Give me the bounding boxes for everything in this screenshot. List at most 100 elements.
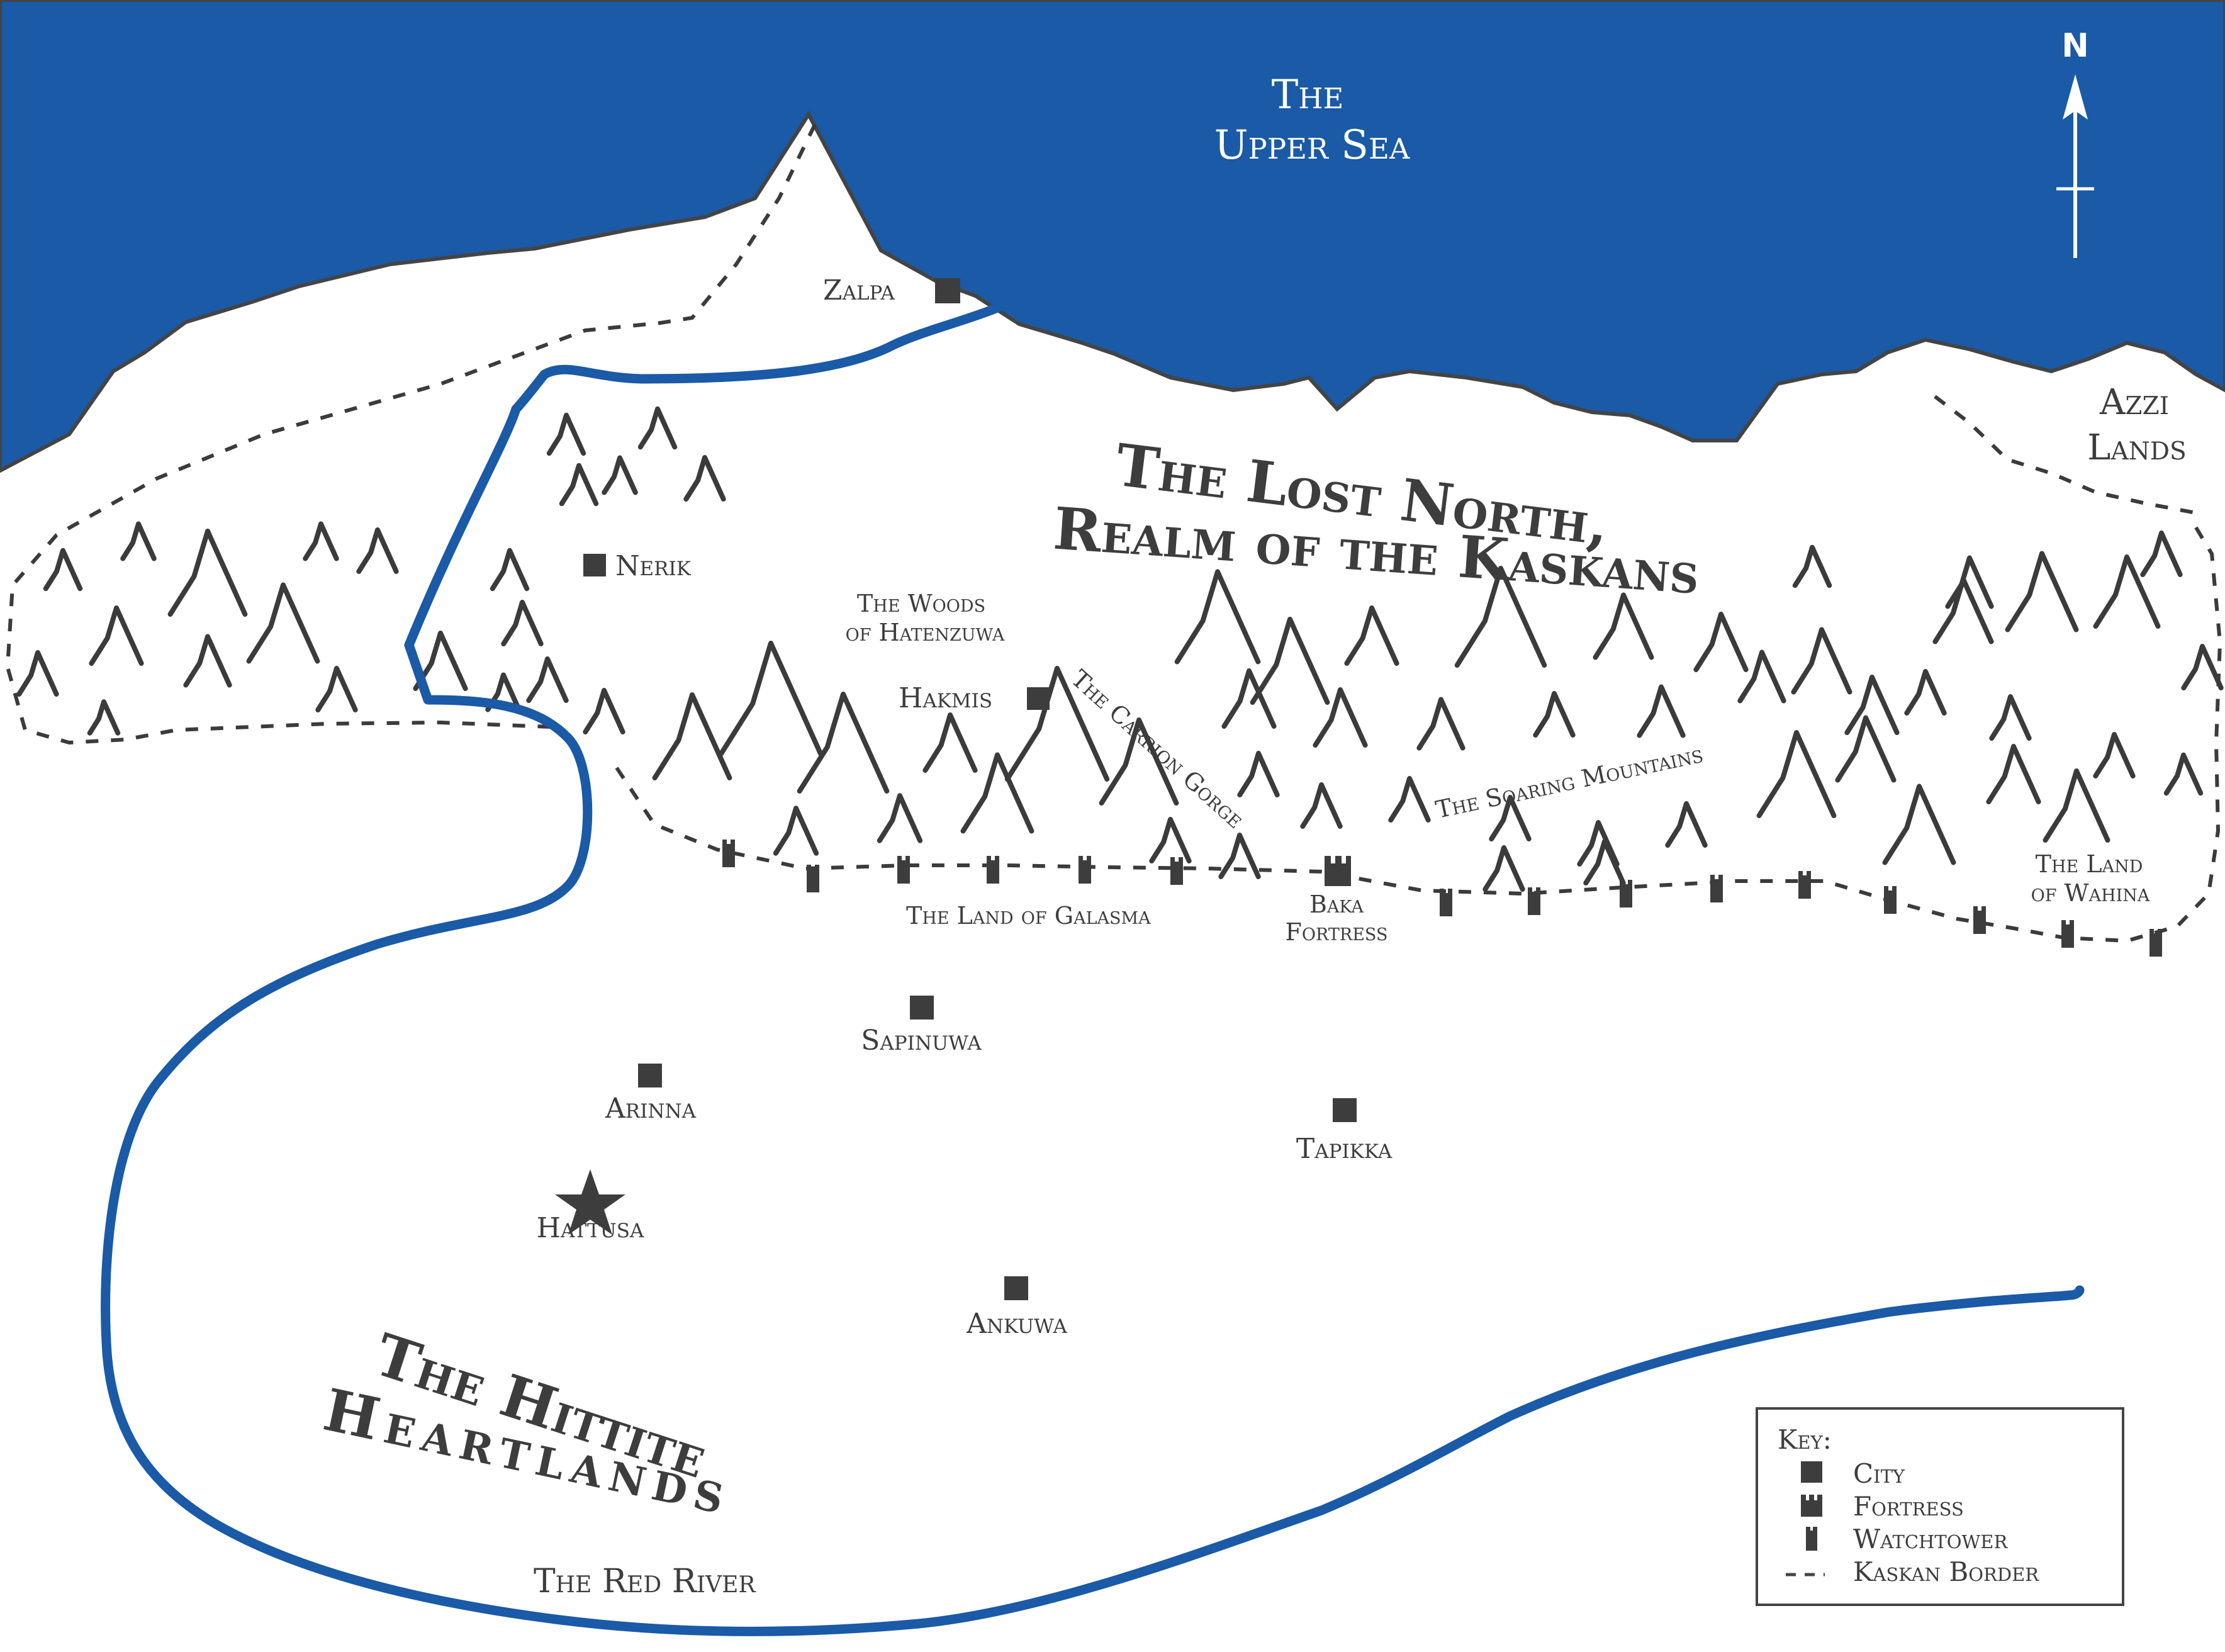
- mountain-glyph: [1791, 627, 1852, 695]
- kaskan-borders: [5, 123, 2222, 943]
- mountain-glyph: [1835, 715, 1897, 783]
- watchtower-marker: [1710, 875, 1723, 902]
- city-marker-arinna: [638, 1064, 662, 1087]
- mountain-glyph: [1099, 717, 1179, 806]
- mountain-glyph: [1989, 694, 2032, 741]
- mountain-glyph: [16, 650, 59, 697]
- watchtower-marker: [897, 856, 910, 884]
- woods-label-line2: of Hatenzuwa: [846, 619, 1005, 646]
- mountain-glyph: [2181, 644, 2224, 690]
- key-fortress-icon: [1801, 1495, 1822, 1517]
- mountain-glyph: [2005, 551, 2079, 632]
- azzi-label-line1: Azzi: [2099, 382, 2169, 423]
- city-markers: [555, 278, 1357, 1300]
- mountain-glyph: [1693, 612, 1749, 672]
- watchtower-marker: [1079, 856, 1091, 884]
- mountain-glyph: [120, 521, 157, 561]
- mountain-glyph: [167, 529, 248, 617]
- fortress-marker-baka: [1325, 856, 1351, 886]
- mountain-glyph: [877, 793, 923, 843]
- mountain-glyph: [683, 455, 726, 502]
- mountain-glyph: [1665, 801, 1708, 848]
- mountain-glyph: [1637, 684, 1686, 738]
- watchtower-marker: [1884, 886, 1897, 914]
- watchtower-marker: [2061, 920, 2074, 948]
- wahina-label-line1: The Land: [2036, 850, 2143, 878]
- watchtower-marker: [1620, 880, 1632, 907]
- mountain-glyph: [1250, 617, 1330, 705]
- mountain-glyph: [1904, 669, 1947, 716]
- mountain-glyph: [1482, 845, 1525, 892]
- wahina-label-line2: of Wahina: [2031, 879, 2150, 907]
- mountain-glyph: [1313, 687, 1368, 748]
- mountain-glyph: [490, 548, 530, 592]
- mountain-glyph: [1454, 566, 1547, 668]
- arinna-label: Arinna: [605, 1093, 697, 1125]
- red-river: [101, 291, 2085, 1636]
- tapikka-label: Tapikka: [1296, 1133, 1393, 1165]
- watchtower-marker: [987, 856, 999, 884]
- sapinuwa-label: Sapinuwa: [861, 1025, 982, 1057]
- mountain-glyph: [1300, 782, 1343, 829]
- mountain-glyph: [1416, 697, 1466, 751]
- mountain-glyph: [1489, 795, 1532, 841]
- mountain-glyph: [315, 666, 358, 712]
- mountain-glyph: [922, 712, 978, 773]
- soaring-mountains-label: The Soaring Mountains: [1433, 740, 1706, 824]
- mountain-glyph: [526, 656, 569, 703]
- mountain-glyph: [1756, 730, 1837, 818]
- mountain-glyph: [183, 634, 232, 688]
- mountain-glyph: [1004, 666, 1110, 782]
- baka-label-line1: Baka: [1309, 891, 1364, 918]
- mountain-glyph: [413, 631, 468, 691]
- mountain-glyph: [501, 600, 544, 646]
- watchtower-marker: [1798, 871, 1811, 899]
- watchtower-marker: [1528, 887, 1540, 915]
- city-marker-zalpa: [935, 278, 960, 303]
- mountain-glyph: [797, 692, 890, 794]
- mountain-glyph: [1583, 839, 1626, 885]
- key-title: Key:: [1778, 1424, 1832, 1455]
- mountain-glyph: [1174, 569, 1261, 665]
- mountain-glyph: [1221, 668, 1277, 729]
- watchtower-marker: [807, 865, 819, 892]
- baka-label-line2: Fortress: [1286, 918, 1388, 946]
- capital-star-icon: [555, 1169, 625, 1235]
- mountain-glyph: [602, 455, 638, 495]
- north-arrow: N: [2056, 27, 2094, 258]
- mountain-glyph: [652, 692, 732, 780]
- watchtower-marker: [1440, 889, 1452, 916]
- hakmis-label: Hakmis: [899, 682, 992, 714]
- compass-letter: N: [2061, 27, 2089, 65]
- mountain-glyph: [637, 406, 678, 450]
- upper-sea: [0, 0, 2225, 473]
- mountain-glyph: [1344, 605, 1399, 666]
- mountain-glyph: [559, 463, 599, 507]
- watchtower-markers: [722, 840, 2162, 957]
- mountain-glyph: [485, 672, 522, 712]
- key-watchtower-icon: [1806, 1527, 1817, 1551]
- mountain-glyph: [1218, 833, 1261, 879]
- mountain-glyph: [303, 521, 339, 561]
- ankuwa-label: Ankuwa: [966, 1308, 1067, 1340]
- city-marker-nerik: [583, 554, 606, 576]
- sea-label-line1: The: [1272, 72, 1344, 118]
- key-city-icon: [1801, 1461, 1822, 1483]
- mountain-glyph: [1593, 592, 1654, 660]
- mountain-glyph: [773, 806, 819, 856]
- mountain-glyph: [1945, 555, 1994, 609]
- mountain-glyph: [583, 688, 625, 734]
- mountain-glyph: [1737, 649, 1786, 704]
- woods-label-line1: The Woods: [857, 590, 985, 617]
- mountain-glyph: [87, 699, 121, 736]
- mountain-glyph: [1792, 544, 1832, 588]
- zalpa-label: Zalpa: [823, 274, 895, 306]
- map-key: Key: City Fortress Watchtower Kaskan Bor…: [1756, 1407, 2124, 1606]
- mountain-glyph: [1237, 751, 1280, 797]
- nerik-label: Nerik: [615, 550, 692, 582]
- mountain-glyph: [246, 582, 320, 664]
- mountain-glyph: [356, 527, 399, 574]
- galasma-label: The Land of Galasma: [906, 902, 1151, 930]
- mountain-glyph: [2163, 752, 2204, 796]
